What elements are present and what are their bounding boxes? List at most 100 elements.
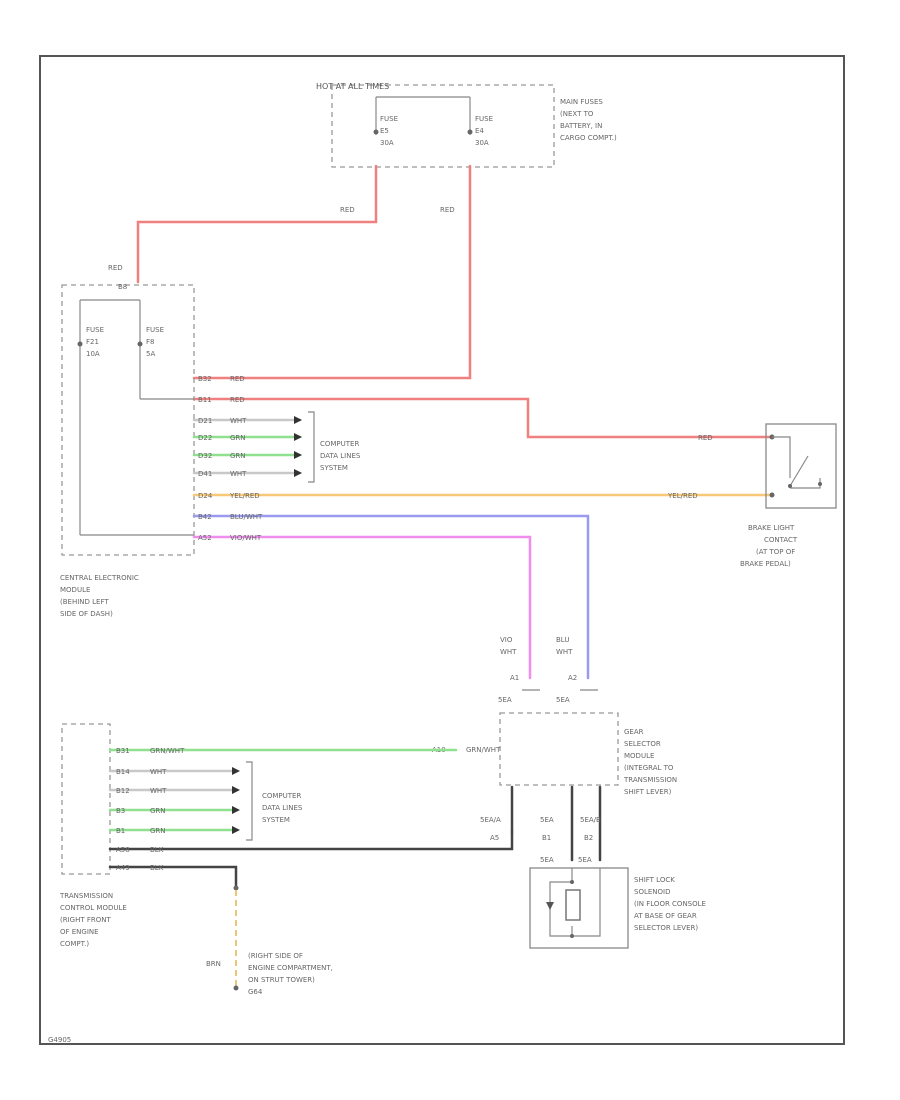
- cem-pin-b42: B42: [198, 513, 212, 521]
- vio-label-1: VIO: [500, 636, 513, 644]
- diagram-id: G4905: [48, 1036, 71, 1044]
- wire-label-red-4: RED: [698, 434, 713, 442]
- cem-color-d22: GRN: [230, 434, 246, 442]
- cem-pin-d21: D21: [198, 417, 212, 425]
- cem-pin-d24: D24: [198, 492, 213, 500]
- solenoid-desc-3: (IN FLOOR CONSOLE: [634, 900, 706, 908]
- tcm-pin-b14: B14: [116, 768, 130, 776]
- cem-color-d21: WHT: [230, 417, 247, 425]
- wire-blk-a58: [108, 830, 514, 851]
- gsm-pin-a1: A1: [510, 674, 519, 682]
- cem-in-pin: B8: [118, 283, 127, 291]
- cem-pin-b11: B11: [198, 396, 212, 404]
- brake-desc-1: BRAKE LIGHT: [748, 524, 795, 532]
- fusebox-desc-1: MAIN FUSES: [560, 98, 603, 106]
- diagram-frame: [39, 55, 845, 1045]
- gsm-conn-top-2: 5EA: [556, 696, 570, 704]
- tcm-color-a49: BLK: [150, 864, 164, 872]
- data-lines-1-l3: SYSTEM: [320, 464, 348, 472]
- data-lines-2-l2: DATA LINES: [262, 804, 303, 812]
- gsm-desc-3: MODULE: [624, 752, 654, 760]
- tcm-pin-b31: B31: [116, 747, 130, 755]
- cem-pin-d32: D32: [198, 452, 212, 460]
- cem-desc-4: SIDE OF DASH): [60, 610, 113, 618]
- fuse-f21-rating: 10A: [86, 350, 100, 358]
- tcm-pin-b12: B12: [116, 787, 130, 795]
- gear-selector-module: VIO WHT BLU WHT A1 A2 5EA 5EA GEAR SELEC…: [432, 636, 677, 862]
- cem-pin-b32: B32: [198, 375, 212, 383]
- data-lines-2-l3: SYSTEM: [262, 816, 290, 824]
- fuse-e4-id: E4: [475, 127, 484, 135]
- wire-blk-a49: [108, 865, 238, 888]
- cem-color-d24: YEL/RED: [229, 492, 260, 500]
- cem-pin-d41: D41: [198, 470, 212, 478]
- wire-vio-wht: [192, 535, 532, 680]
- solenoid-conn-2: 5EA: [578, 856, 592, 864]
- blu-label-1: BLU: [556, 636, 569, 644]
- cem-desc-3: (BEHIND LEFT: [60, 598, 109, 606]
- solenoid-conn-1: 5EA: [540, 856, 554, 864]
- fuse-f8-id: F8: [146, 338, 154, 346]
- solenoid-desc-2: SOLENOID: [634, 888, 670, 896]
- tcm-pin-a49: A49: [116, 864, 130, 872]
- gsm-bottom-label-1: 5EA/A: [480, 816, 501, 824]
- gsm-bottom-pin-b1: B1: [542, 834, 551, 842]
- gsm-pin-a2: A2: [568, 674, 577, 682]
- cem-color-b32: RED: [230, 375, 245, 383]
- ground-desc-1: (RIGHT SIDE OF: [248, 952, 303, 960]
- tcm-desc-2: CONTROL MODULE: [60, 904, 127, 912]
- tcm-desc-4: OF ENGINE: [60, 928, 99, 936]
- solenoid-desc-4: AT BASE OF GEAR: [634, 912, 697, 920]
- vio-label-2: WHT: [500, 648, 517, 656]
- cem-pin-a52: A52: [198, 534, 212, 542]
- tcm-desc-5: COMPT.): [60, 940, 89, 948]
- ground-g64: BRN (RIGHT SIDE OF ENGINE COMPARTMENT, O…: [206, 885, 333, 996]
- cem-color-a52: VIO/WHT: [230, 534, 262, 542]
- gsm-desc-5: TRANSMISSION: [623, 776, 677, 784]
- brake-light-switch: BRAKE LIGHT CONTACT (AT TOP OF BRAKE PED…: [740, 423, 837, 568]
- wire-red-fuse-e4: [192, 164, 472, 380]
- gsm-desc-2: SELECTOR: [624, 740, 661, 748]
- tcm-color-b3: GRN: [150, 807, 166, 815]
- wire-label-red-3: RED: [108, 264, 123, 272]
- fuse-f21-label: FUSE: [86, 326, 104, 334]
- wire-label-red-1: RED: [340, 206, 355, 214]
- fuse-e4-label: FUSE: [475, 115, 493, 123]
- gsm-desc-1: GEAR: [624, 728, 644, 736]
- tcm-color-b31: GRN/WHT: [150, 747, 185, 755]
- transmission-control-module: TRANSMISSION CONTROL MODULE (RIGHT FRONT…: [59, 723, 127, 948]
- gsm-bottom-pin-a5: A5: [490, 834, 499, 842]
- tcm-pin-b1: B1: [116, 827, 125, 835]
- fuse-e5-rating: 30A: [380, 139, 394, 147]
- wire-label-red-2: RED: [440, 206, 455, 214]
- wire-red-brake: [192, 397, 772, 439]
- tcm-color-b1: GRN: [150, 827, 166, 835]
- fuse-f8-label: FUSE: [146, 326, 164, 334]
- fusebox-desc-3: BATTERY, IN: [560, 122, 602, 130]
- cem-pin-d22: D22: [198, 434, 212, 442]
- gsm-bottom-label-3: 5EA/B: [580, 816, 601, 824]
- tcm-color-b12: WHT: [150, 787, 167, 795]
- central-electronic-module: B8 FUSE F21 10A FUSE F8 5A CENTRAL ELECT…: [60, 283, 195, 618]
- ground-wire-color: BRN: [206, 960, 221, 968]
- fuse-e4-rating: 30A: [475, 139, 489, 147]
- tcm-desc-1: TRANSMISSION: [59, 892, 113, 900]
- gsm-desc-4: (INTEGRAL TO: [624, 764, 674, 772]
- cem-desc-1: CENTRAL ELECTRONIC: [60, 574, 139, 582]
- gsm-conn-top-1: 5EA: [498, 696, 512, 704]
- cem-color-d41: WHT: [230, 470, 247, 478]
- cem-desc-2: MODULE: [60, 586, 90, 594]
- fusebox-desc-2: (NEXT TO: [560, 110, 594, 118]
- data-lines-1-l1: COMPUTER: [320, 440, 359, 448]
- fuse-e5-id: E5: [380, 127, 389, 135]
- solenoid-desc-1: SHIFT LOCK: [634, 876, 675, 884]
- blu-label-2: WHT: [556, 648, 573, 656]
- wire-red-fuse-e5: [136, 164, 378, 284]
- fuse-f8-rating: 5A: [146, 350, 155, 358]
- wire-label-yel: YEL/RED: [667, 492, 698, 500]
- cem-color-b11: RED: [230, 396, 245, 404]
- gsm-desc-6: SHIFT LEVER): [624, 788, 672, 796]
- gsm-bottom-pin-b2: B2: [584, 834, 593, 842]
- ground-desc-2: ENGINE COMPARTMENT,: [248, 964, 333, 972]
- fusebox-desc-4: CARGO COMPT.): [560, 134, 617, 142]
